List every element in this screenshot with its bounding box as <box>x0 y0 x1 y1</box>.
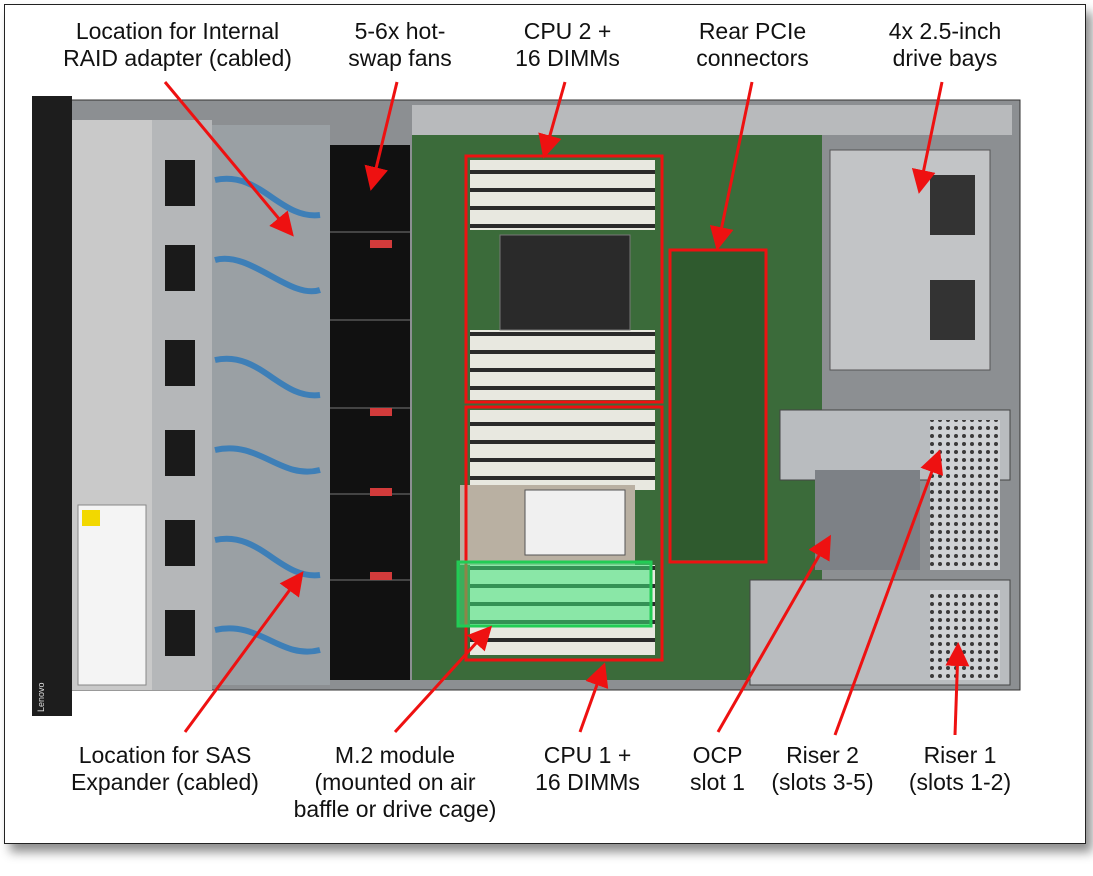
label-fans: 5-6x hot- swap fans <box>348 18 452 71</box>
label-riser1: Riser 1 (slots 1-2) <box>908 742 1012 795</box>
bezel-logo: Lenovo <box>36 682 46 712</box>
riser2-arrow <box>833 449 944 736</box>
m2-arrow <box>393 625 493 734</box>
info-label <box>77 504 147 686</box>
front-bezel <box>32 96 72 716</box>
sas-arrow <box>183 571 304 733</box>
cpu2-dimm-box <box>464 154 664 404</box>
cpu1-arrow <box>578 662 609 733</box>
fan-bank <box>330 145 410 680</box>
label-m2: M.2 module (mounted on air baffle or dri… <box>293 742 497 822</box>
label-bays: 4x 2.5-inch drive bays <box>888 18 1002 71</box>
cpu1-dimm-box <box>464 405 664 662</box>
ocp-arrow <box>716 534 831 733</box>
pcie-arrow <box>709 81 754 251</box>
label-pcie: Rear PCIe connectors <box>696 18 809 71</box>
label-cpu2: CPU 2 + 16 DIMMs <box>515 18 620 71</box>
label-raid: Location for Internal RAID adapter (cabl… <box>63 18 292 71</box>
fans-arrow <box>364 81 399 191</box>
riser1-arrow <box>945 642 970 736</box>
cpu2-socket <box>499 234 631 331</box>
label-cpu1: CPU 1 + 16 DIMMs <box>535 742 640 795</box>
bays-arrow <box>911 81 944 194</box>
m2-module-box <box>456 560 653 628</box>
label-sas: Location for SAS Expander (cabled) <box>71 742 259 795</box>
cpu2-arrow <box>538 81 567 159</box>
label-ocp: OCP slot 1 <box>690 742 745 795</box>
ocp-bay <box>815 470 920 570</box>
backplane <box>152 120 212 690</box>
raid-arrow <box>163 81 294 237</box>
label-riser2: Riser 2 (slots 3-5) <box>771 742 874 795</box>
